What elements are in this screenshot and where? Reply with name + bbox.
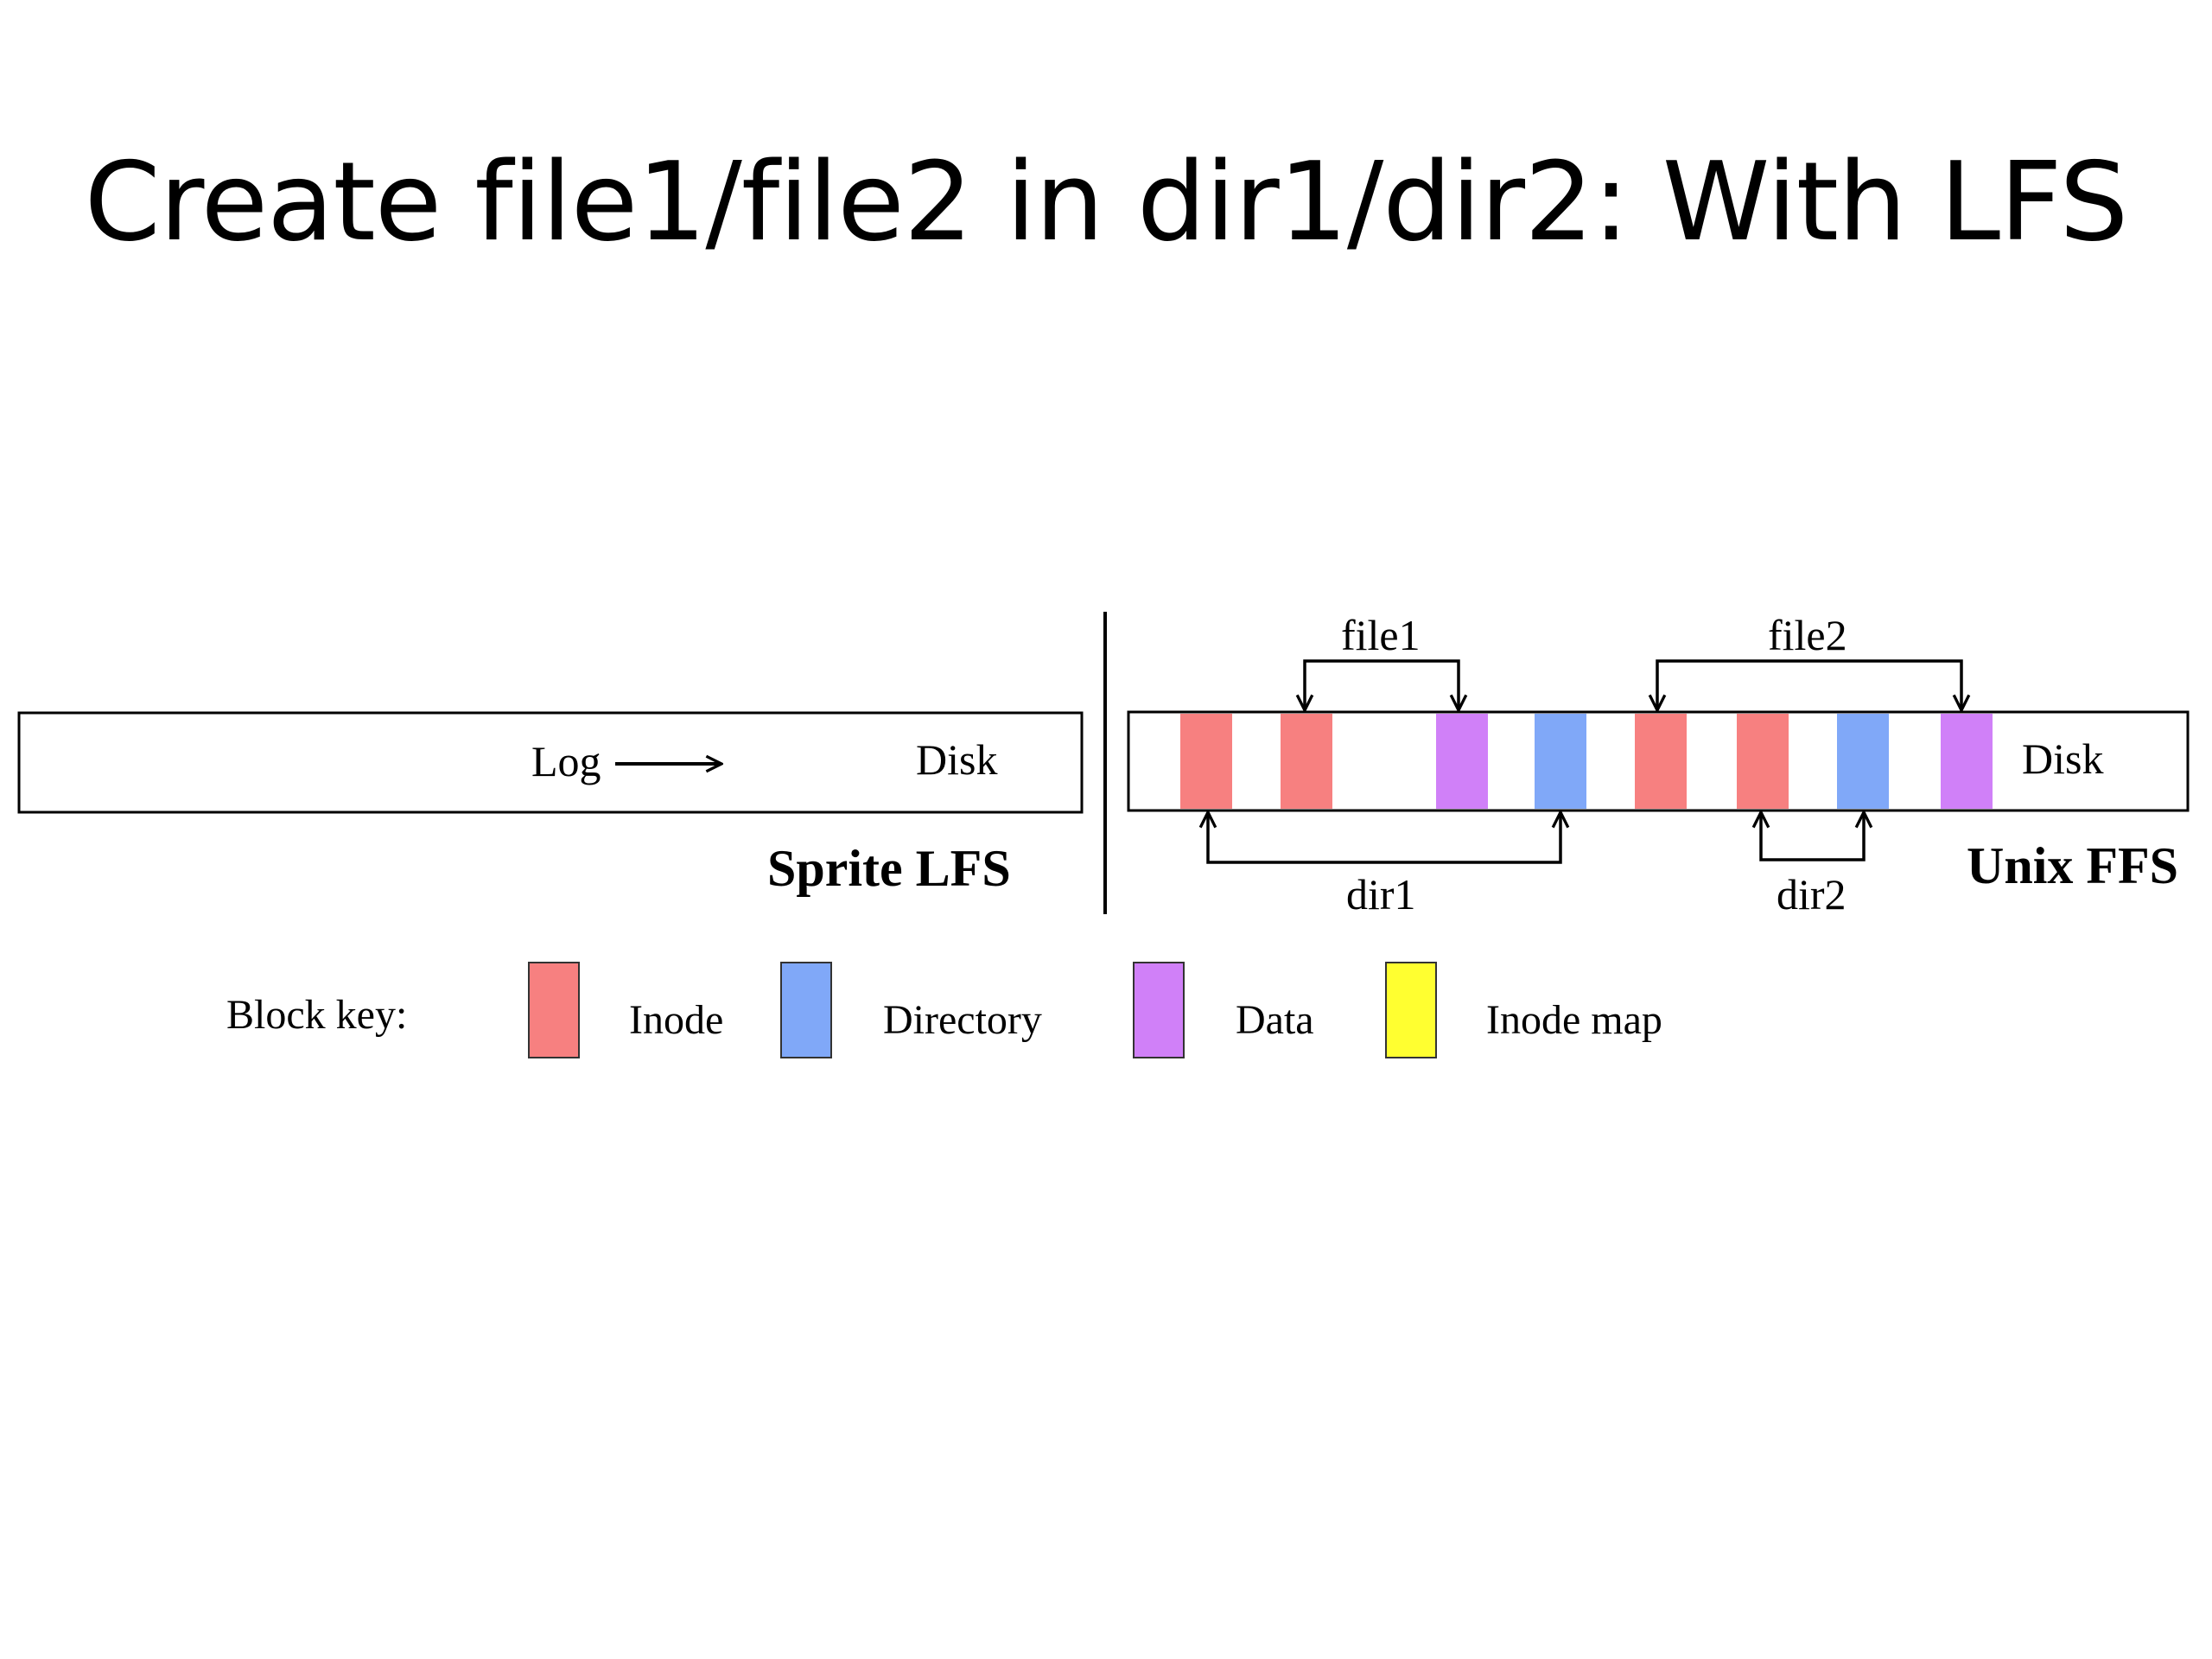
legend-swatch-directory — [780, 962, 832, 1058]
legend-swatch-inode — [528, 962, 580, 1058]
sprite-lfs-panel: Log Disk Sprite LFS — [17, 711, 1084, 897]
file2-link-arrow — [1657, 659, 1961, 710]
unix-ffs-panel: Disk file1 file2 dir1 dir2 Unix FFS — [1127, 611, 2190, 918]
legend-label-data: Data — [1236, 997, 1314, 1043]
dir1-link-arrow — [1208, 812, 1560, 864]
sprite-lfs-disk-bar — [17, 711, 1084, 814]
legend-swatch-inode-map — [1385, 962, 1437, 1058]
ffs-block-inode — [1281, 714, 1332, 809]
block-key-legend: Block key: Inode Directory Data Inode map — [226, 962, 1662, 1058]
ffs-block-data — [1941, 714, 1993, 809]
legend-swatch-data — [1133, 962, 1185, 1058]
ffs-block-inode — [1737, 714, 1789, 809]
legend-label-directory: Directory — [883, 997, 1042, 1043]
sprite-disk-label: Disk — [916, 735, 997, 784]
slide-title: Create file1/file2 in dir1/dir2: With LF… — [84, 138, 2129, 265]
sprite-lfs-caption: Sprite LFS — [767, 840, 1011, 897]
unix-ffs-caption: Unix FFS — [1967, 837, 2178, 894]
ffs-disk-label: Disk — [2022, 734, 2103, 783]
file2-label: file2 — [1768, 611, 1847, 659]
legend-label-inode-map: Inode map — [1486, 997, 1662, 1043]
file1-link-arrow — [1305, 659, 1459, 710]
dir2-label: dir2 — [1777, 870, 1847, 918]
legend-label-inode: Inode — [629, 997, 723, 1043]
ffs-block-inode — [1635, 714, 1687, 809]
ffs-block-directory — [1837, 714, 1889, 809]
legend-items: Inode Directory Data Inode map — [528, 962, 1662, 1058]
ffs-block-inode — [1180, 714, 1232, 809]
log-label: Log — [531, 737, 601, 785]
ffs-block-data — [1436, 714, 1488, 809]
ffs-block-directory — [1535, 714, 1586, 809]
dir1-label: dir1 — [1346, 870, 1416, 918]
ffs-blocks — [1180, 714, 1993, 809]
file1-label: file1 — [1341, 611, 1421, 659]
dir2-link-arrow — [1761, 812, 1864, 861]
block-key-label: Block key: — [226, 992, 407, 1038]
